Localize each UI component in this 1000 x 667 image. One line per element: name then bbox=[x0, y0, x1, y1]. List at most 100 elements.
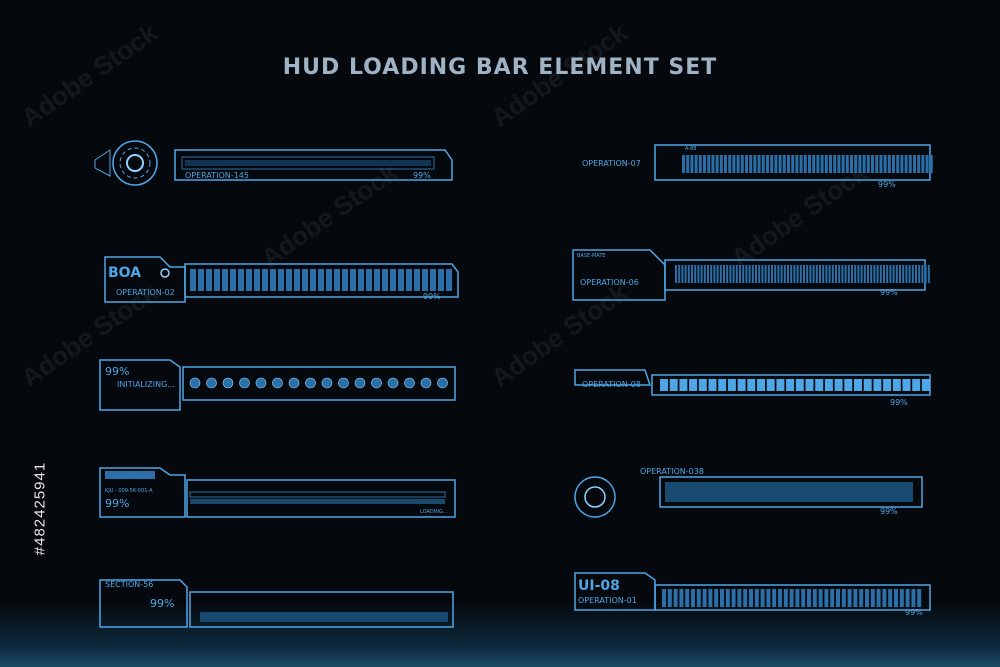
progress-segment bbox=[904, 155, 908, 173]
operation-label: OPERATION-07 bbox=[582, 159, 641, 168]
progress-segment bbox=[879, 265, 882, 283]
progress-segment bbox=[895, 265, 898, 283]
progress-segment bbox=[892, 265, 895, 283]
progress-segment bbox=[757, 379, 765, 391]
progress-segment bbox=[824, 155, 828, 173]
progress-segment bbox=[841, 265, 844, 283]
progress-segment bbox=[747, 379, 756, 391]
progress-segment bbox=[876, 589, 881, 607]
progress-segment bbox=[900, 155, 904, 173]
progress-segment bbox=[350, 269, 356, 291]
progress-segment bbox=[737, 589, 742, 607]
progress-segment bbox=[691, 589, 695, 607]
progress-segment bbox=[294, 269, 300, 291]
progress-segment bbox=[871, 155, 874, 173]
progress-segment bbox=[767, 265, 770, 283]
progress-segment bbox=[883, 379, 892, 391]
progress-segment bbox=[863, 379, 872, 391]
hud-bar-10: UI-08 OPERATION-01 99% bbox=[574, 572, 931, 617]
progress-segment bbox=[873, 379, 882, 391]
progress-segment bbox=[707, 155, 711, 173]
progress-segment bbox=[438, 269, 444, 291]
progress-segments bbox=[660, 379, 930, 391]
progress-segment bbox=[735, 265, 738, 283]
hud-bar-6: OPERATION-07 A-88 99% bbox=[582, 144, 933, 189]
progress-segment bbox=[679, 379, 688, 391]
progress-segment bbox=[902, 265, 905, 283]
progress-segment bbox=[700, 265, 703, 283]
progress-segment bbox=[723, 265, 725, 283]
progress-segment bbox=[684, 265, 687, 283]
progress-segment bbox=[703, 265, 706, 283]
progress-segment bbox=[865, 589, 869, 607]
percent-label: 99% bbox=[105, 497, 129, 510]
progress-dot bbox=[239, 377, 250, 389]
percent-label: 99% bbox=[905, 608, 923, 617]
progress-segment bbox=[844, 379, 853, 391]
progress-segment bbox=[358, 269, 364, 291]
progress-segment bbox=[841, 589, 846, 607]
progress-segment bbox=[707, 265, 709, 283]
progress-segment bbox=[736, 155, 740, 173]
progress-segment bbox=[318, 269, 324, 291]
progress-segment bbox=[834, 379, 843, 391]
progress-segment bbox=[740, 155, 744, 173]
progress-segment bbox=[729, 265, 732, 283]
progress-segment bbox=[732, 265, 735, 283]
progress-segment bbox=[824, 589, 829, 607]
progress-segment bbox=[334, 269, 340, 291]
progress-segment bbox=[911, 265, 914, 283]
progress-segment bbox=[925, 155, 929, 173]
progress-segment bbox=[770, 155, 774, 173]
progress-segment bbox=[780, 265, 783, 283]
progress-segment bbox=[896, 155, 900, 173]
code-label: UI-08 bbox=[578, 578, 620, 594]
progress-segment bbox=[853, 589, 858, 607]
progress-segment bbox=[796, 265, 799, 283]
progress-segment bbox=[793, 265, 796, 283]
progress-segment bbox=[783, 265, 786, 283]
operation-label: OPERATION-038 bbox=[640, 467, 704, 476]
progress-segment bbox=[803, 155, 807, 173]
progress-segment bbox=[414, 269, 420, 291]
progress-segment bbox=[714, 589, 719, 607]
progress-segment bbox=[715, 155, 719, 173]
progress-segment bbox=[662, 589, 666, 607]
progress-segment bbox=[214, 269, 220, 291]
operation-label: OPERATION-145 bbox=[185, 171, 249, 180]
progress-segment bbox=[807, 589, 811, 607]
progress-segment bbox=[870, 265, 873, 283]
progress-segment bbox=[766, 379, 775, 391]
stock-id: #482425941 bbox=[31, 461, 49, 556]
hud-bar-4: KJU - 009-56-001-A 99% LOADING... bbox=[99, 467, 456, 518]
percent-label: 99% bbox=[880, 507, 898, 516]
progress-segment bbox=[805, 379, 814, 391]
progress-segment bbox=[908, 265, 911, 283]
progress-segment bbox=[801, 589, 806, 607]
progress-segment bbox=[758, 265, 761, 283]
progress-segment bbox=[719, 155, 723, 173]
progress-segments bbox=[675, 265, 930, 283]
progress-segment bbox=[841, 155, 845, 173]
percent-label: 99% bbox=[423, 292, 441, 301]
progress-segment bbox=[859, 589, 864, 607]
progress-segment bbox=[833, 155, 837, 173]
progress-dot bbox=[321, 377, 333, 389]
progress-segment bbox=[754, 589, 759, 607]
progress-dot bbox=[189, 377, 201, 389]
progress-segment bbox=[883, 265, 885, 283]
progress-segment bbox=[888, 589, 893, 607]
progress-segment bbox=[789, 589, 794, 607]
progress-segment bbox=[685, 589, 690, 607]
small-label: BASE-MATE bbox=[577, 253, 606, 259]
percent-label: 99% bbox=[878, 180, 896, 189]
progress-segment bbox=[883, 155, 887, 173]
progress-segment bbox=[828, 265, 831, 283]
progress-segment bbox=[342, 269, 348, 291]
progress-segment bbox=[727, 379, 736, 391]
progress-segments bbox=[662, 589, 922, 607]
progress-segment bbox=[830, 589, 835, 607]
progress-segment bbox=[921, 379, 930, 391]
progress-segment bbox=[698, 155, 702, 173]
progress-segment bbox=[713, 265, 716, 283]
